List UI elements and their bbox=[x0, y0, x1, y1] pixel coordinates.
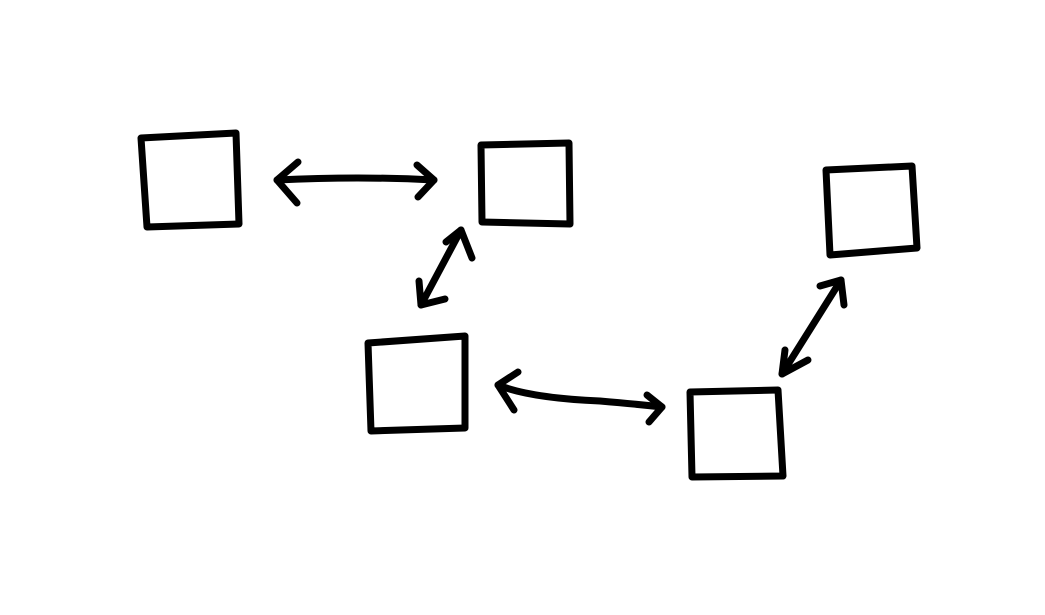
edge-node2-node3 bbox=[415, 226, 476, 309]
arrowhead-left-icon bbox=[494, 368, 522, 414]
edge-line bbox=[273, 174, 438, 184]
edge-node4-node5 bbox=[778, 276, 848, 378]
arrowhead-left-icon bbox=[273, 158, 302, 207]
node-4 bbox=[686, 386, 787, 481]
node-1 bbox=[137, 129, 243, 231]
edge-node3-node4 bbox=[494, 368, 666, 426]
edge-node1-node2 bbox=[273, 158, 438, 207]
arrowhead-up-icon bbox=[816, 276, 848, 309]
arrowhead-up-icon bbox=[442, 226, 476, 262]
edge-line bbox=[494, 381, 666, 411]
node-2 bbox=[477, 139, 574, 228]
node-5 bbox=[822, 162, 921, 259]
edge-line bbox=[778, 276, 845, 378]
arrowhead-right-icon bbox=[643, 391, 666, 426]
arrowhead-down-icon bbox=[415, 277, 449, 309]
edge-line bbox=[417, 226, 465, 309]
arrowhead-right-icon bbox=[413, 161, 438, 201]
arrowhead-down-icon bbox=[778, 346, 812, 378]
node-3 bbox=[364, 332, 469, 435]
